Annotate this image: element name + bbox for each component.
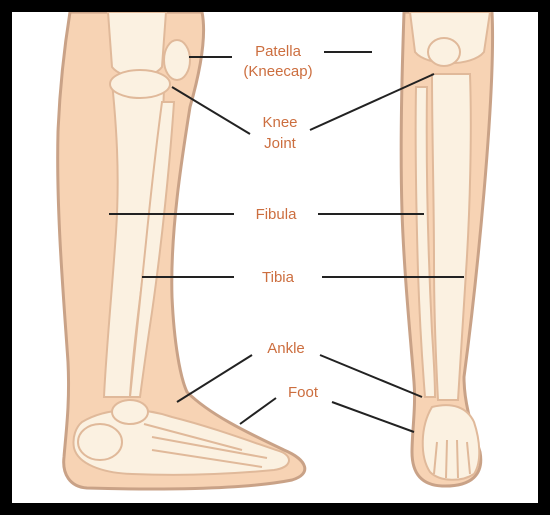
diagram-canvas: Patella (Kneecap) Knee Joint Fibula Tibi… bbox=[12, 12, 538, 503]
foot-leader-left bbox=[240, 398, 276, 424]
left-leg-side-view bbox=[58, 12, 305, 489]
label-tibia: Tibia bbox=[262, 269, 295, 286]
left-patella-bone bbox=[164, 40, 190, 80]
foot-leader-right bbox=[332, 402, 414, 432]
label-patella: Patella bbox=[255, 43, 302, 60]
left-femur-bone bbox=[108, 12, 166, 77]
leg-anatomy-diagram: Patella (Kneecap) Knee Joint Fibula Tibi… bbox=[12, 12, 538, 503]
label-ankle: Ankle bbox=[267, 340, 305, 357]
label-joint: Joint bbox=[264, 135, 297, 152]
labels: Patella (Kneecap) Knee Joint Fibula Tibi… bbox=[243, 43, 318, 401]
left-heel-bone bbox=[78, 424, 122, 460]
left-knee-joint-bone bbox=[110, 70, 170, 98]
label-knee: Knee bbox=[262, 114, 297, 131]
label-foot: Foot bbox=[288, 384, 319, 401]
right-foot-bones bbox=[423, 405, 480, 480]
ankle-leader-right bbox=[320, 355, 422, 397]
ankle-leader-left bbox=[177, 355, 252, 402]
right-patella-bone bbox=[428, 38, 460, 66]
label-kneecap: (Kneecap) bbox=[243, 63, 312, 80]
left-ankle-bone bbox=[112, 400, 148, 424]
label-fibula: Fibula bbox=[256, 206, 298, 223]
